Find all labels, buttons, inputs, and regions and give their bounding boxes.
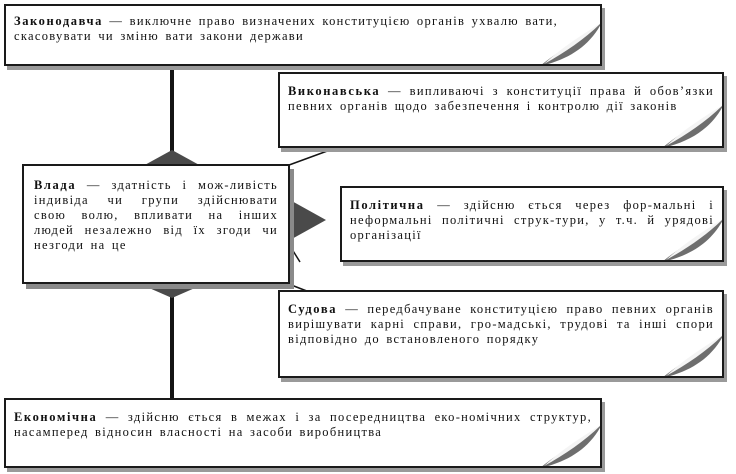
power-term: Влада — [34, 178, 77, 192]
power-description: — здатність і мож-ливість індивіда чи гр… — [34, 178, 278, 252]
executive-power-box: Виконавська — випливаючі з конституції п… — [278, 72, 724, 148]
political-term: Політична — [350, 198, 425, 212]
economic-power-box: Економічна — здійсню ється в межах і за … — [4, 398, 602, 468]
legislative-term: Законодавча — [14, 14, 103, 28]
executive-text: Виконавська — випливаючі з конституції п… — [288, 84, 714, 114]
legislative-text: Законодавча — виключне право визначених … — [14, 14, 592, 44]
legislative-power-box: Законодавча — виключне право визначених … — [4, 4, 602, 66]
page-curl-icon — [664, 219, 722, 260]
judicial-description: — передбачуване конституцією право певни… — [288, 302, 714, 346]
political-power-box: Політична — здійсню ється через фор-маль… — [340, 186, 724, 262]
judicial-term: Судова — [288, 302, 338, 316]
political-description: — здійсню ється через фор-мальні і нефор… — [350, 198, 714, 242]
executive-description: — випливаючі з конституції права й обов’… — [288, 84, 714, 113]
judicial-power-box: Судова — передбачуване конституцією прав… — [278, 290, 724, 378]
legislative-description: — виключне право визначених конституцією… — [14, 14, 559, 43]
power-text: Влада — здатність і мож-ливість індивіда… — [34, 178, 278, 253]
economic-term: Економічна — [14, 410, 98, 424]
page-curl-icon — [664, 335, 722, 376]
power-definition-box: Влада — здатність і мож-ливість індивіда… — [22, 164, 290, 284]
page-curl-icon — [664, 105, 722, 146]
diamond-bottom — [140, 284, 204, 298]
economic-description: — здійсню ється в межах і за посередницт… — [14, 410, 592, 439]
connector-judicial-2 — [289, 245, 301, 263]
judicial-text: Судова — передбачуване конституцією прав… — [288, 302, 714, 347]
political-text: Політична — здійсню ється через фор-маль… — [350, 198, 714, 243]
executive-term: Виконавська — [288, 84, 381, 98]
diamond-right — [290, 200, 326, 240]
page-curl-icon — [542, 425, 600, 466]
page-curl-icon — [542, 23, 600, 64]
economic-text: Економічна — здійсню ється в межах і за … — [14, 410, 592, 440]
